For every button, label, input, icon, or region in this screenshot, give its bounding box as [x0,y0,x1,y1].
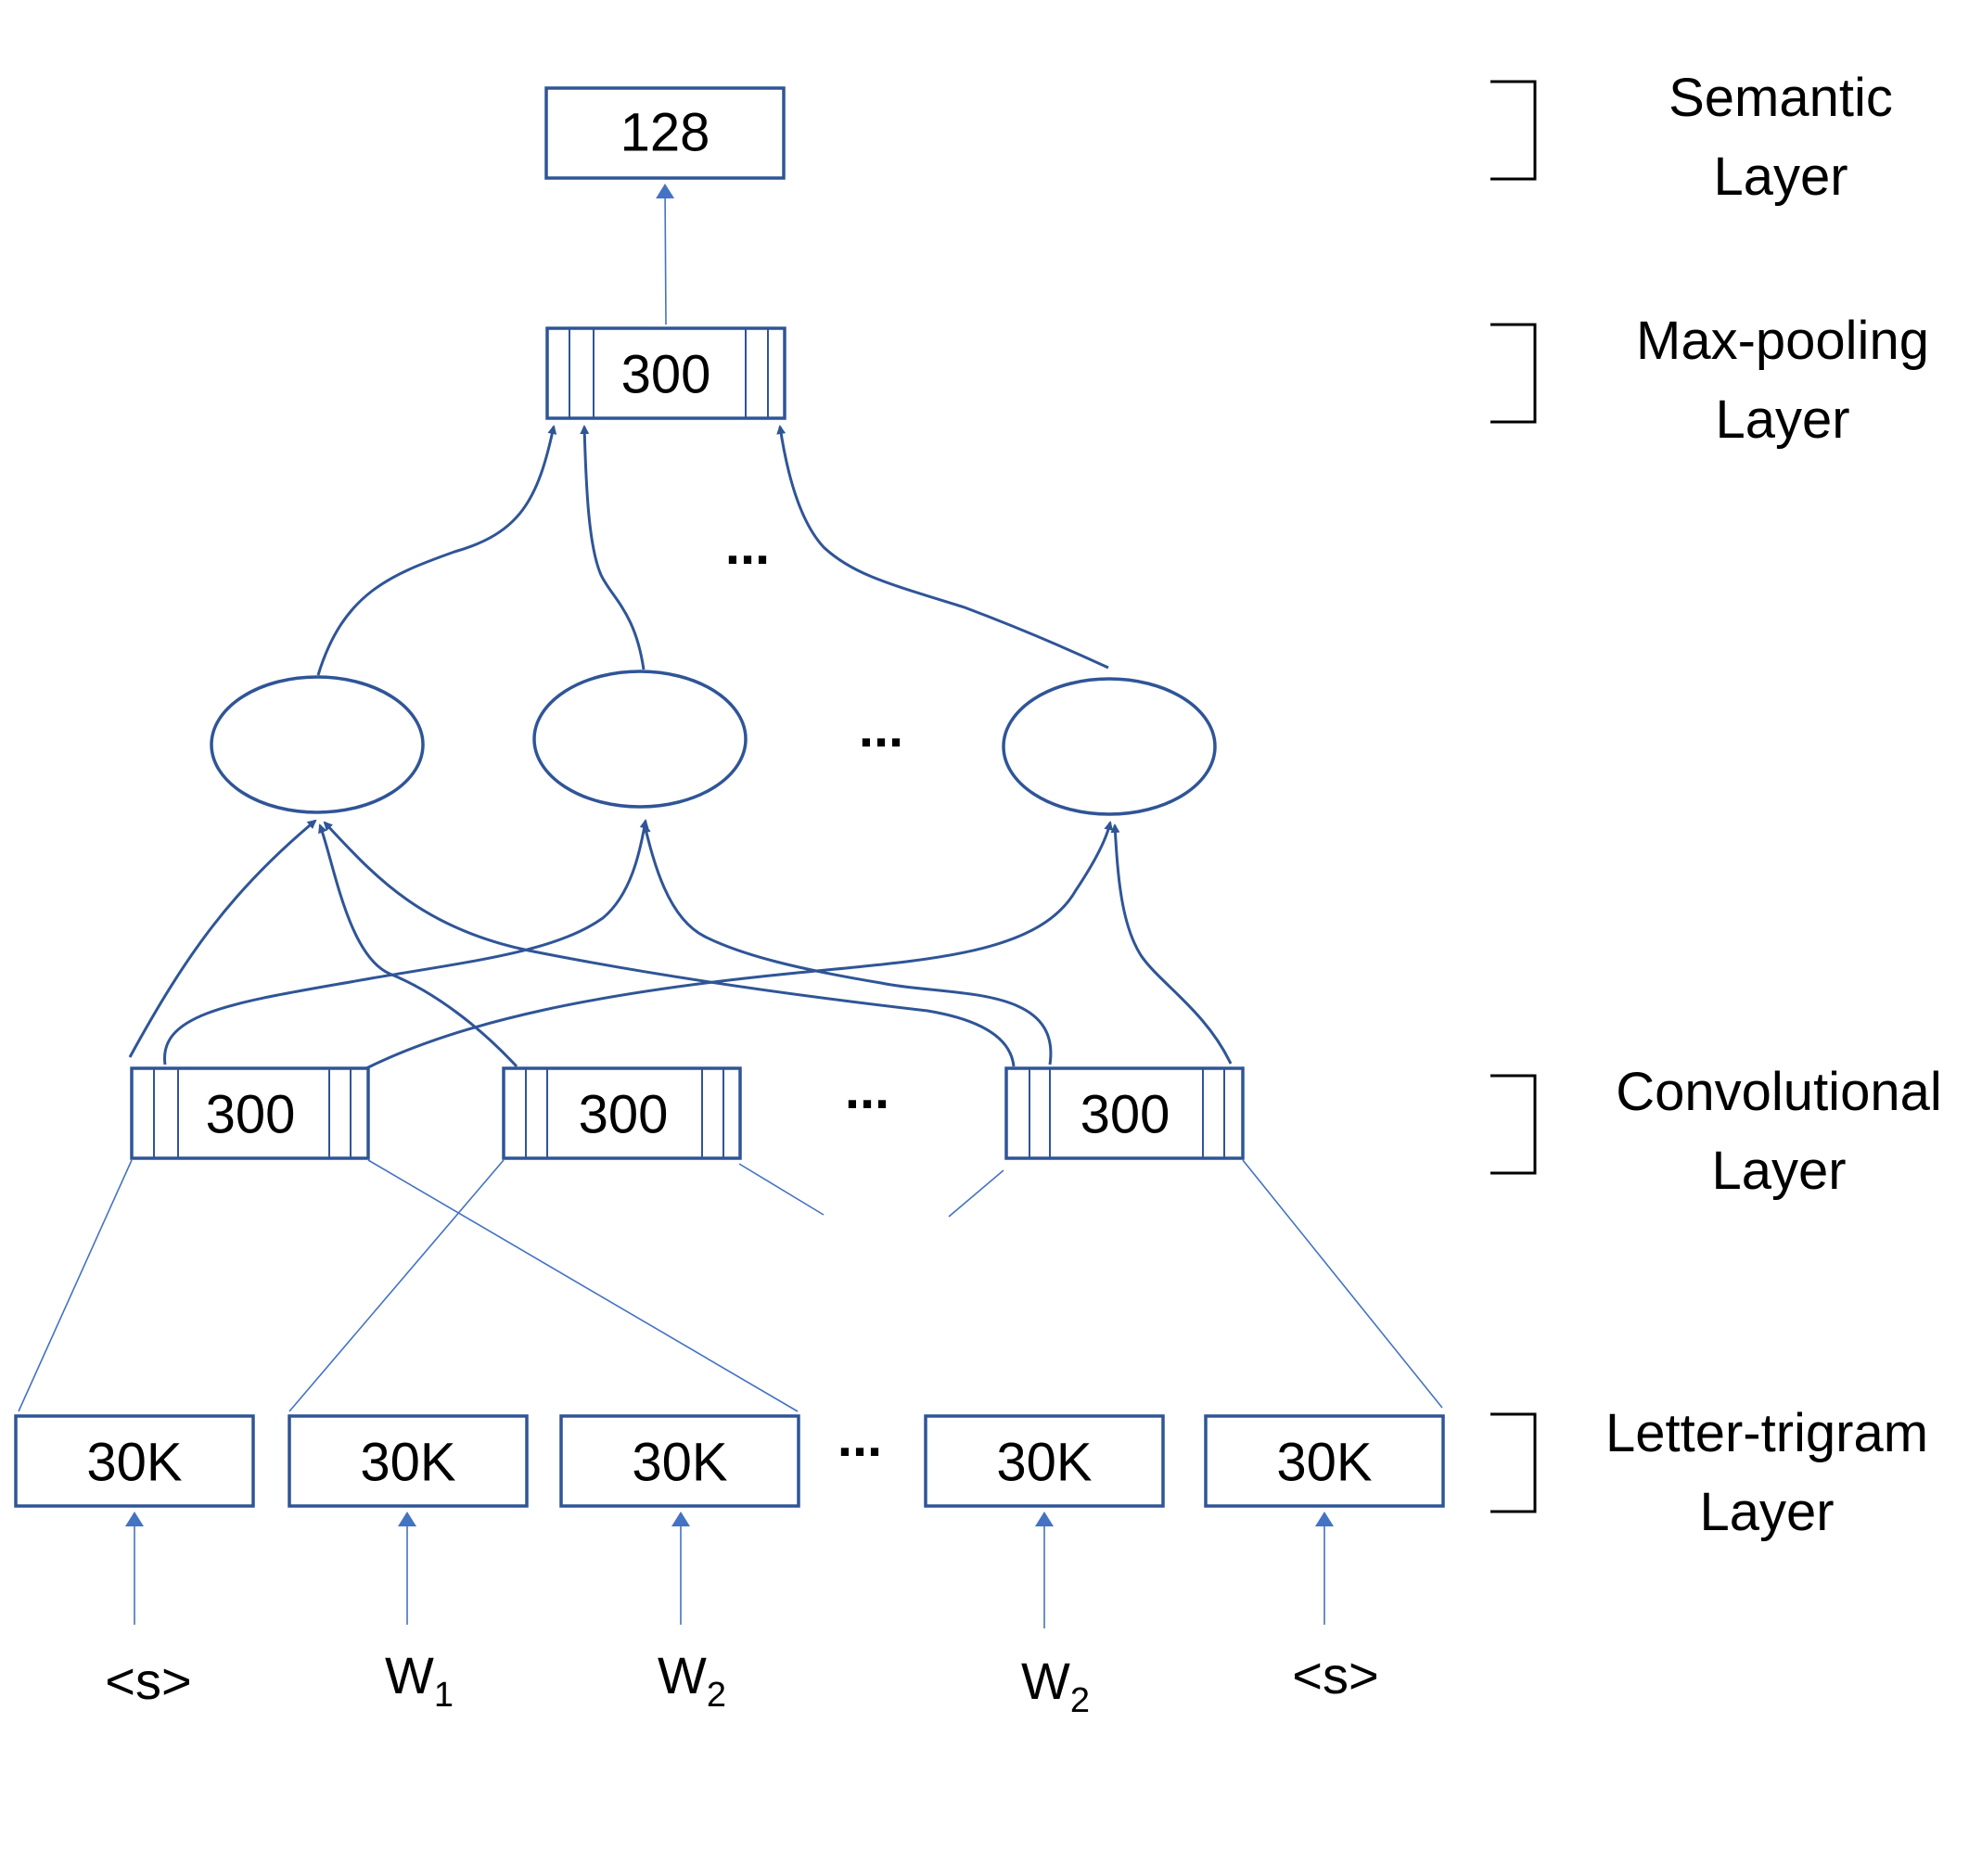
semantic-node-label: 128 [620,103,710,163]
layer-bracket-conv [1490,1074,1537,1175]
conv3-to-unit2 [642,823,1053,1066]
trigram-node-3: 30K [559,1414,800,1508]
layer-label-semantic-line2: Layer [1713,147,1848,207]
window-line-2b [738,1163,825,1216]
hidden-unit-3 [1002,677,1217,816]
conv3-to-unit1 [323,821,1016,1067]
conv-node-3-label: 300 [1080,1085,1170,1145]
trigram-node-1: 30K [14,1414,255,1508]
trigram-node-1-label: 30K [86,1433,183,1493]
window-line-1b [367,1159,799,1412]
trigram-node-4-label: 30K [996,1433,1093,1493]
layer-bracket-semantic [1490,80,1537,181]
conv-node-1: 300 [130,1066,370,1160]
conv1-to-unit3 [365,821,1114,1070]
layer-label-conv: Convolutional [1616,1062,1941,1122]
window-line-3b [1242,1159,1443,1409]
layer-bracket-maxpool [1490,323,1537,424]
maxpool-to-semantic-arrow [656,184,675,325]
input-token-1: <s> [105,1652,191,1710]
trigram-node-5: 30K [1204,1414,1445,1508]
input-token-4: W2 [1021,1652,1090,1720]
layer-label-semantic: Semantic [1669,68,1893,128]
conv3-to-unit3 [1110,823,1233,1065]
maxpool-node-label: 300 [621,345,711,405]
conv-node-2: 300 [502,1066,742,1160]
window-line-1a [18,1159,133,1412]
conv-ellipsis: ... [845,1060,889,1120]
pool-ellipsis: ... [725,516,770,576]
hidden-ellipsis: ... [859,698,903,759]
conv2-to-unit1 [318,823,518,1068]
trigram-node-3-label: 30K [632,1433,728,1493]
layer-label-conv-line2: Layer [1711,1141,1846,1201]
trigram-node-5-label: 30K [1276,1433,1373,1493]
conv1-to-unit1 [128,819,317,1058]
trigram-node-2-label: 30K [360,1433,456,1493]
layer-label-maxpool: Max-pooling [1636,311,1929,371]
conv1-to-unit2 [163,819,649,1066]
layer-label-maxpool-line2: Layer [1715,389,1849,450]
trigram-ellipsis: ... [837,1408,882,1468]
hidden-unit-2 [532,670,748,809]
pool-edge-2 [580,425,646,670]
input-token-5: <s> [1292,1646,1378,1704]
layer-label-trigram-line2: Layer [1699,1482,1834,1542]
input-token-2: W1 [385,1646,454,1715]
pool-edge-1 [316,425,557,676]
hidden-unit-1 [210,675,425,814]
layer-bracket-trigram [1490,1412,1537,1513]
layer-label-trigram: Letter-trigram [1605,1403,1928,1463]
pool-edge-3 [776,425,1109,670]
input-token-3: W2 [658,1646,726,1715]
conv-node-3: 300 [1004,1066,1245,1160]
window-line-3a [948,1169,1004,1218]
window-line-2a [288,1159,505,1412]
trigram-node-4: 30K [924,1414,1165,1508]
trigram-node-2: 30K [288,1414,529,1508]
conv-node-1-label: 300 [206,1085,296,1145]
maxpool-node: 300 [545,326,786,420]
semantic-node: 128 [544,86,786,180]
conv-node-2-label: 300 [579,1085,669,1145]
